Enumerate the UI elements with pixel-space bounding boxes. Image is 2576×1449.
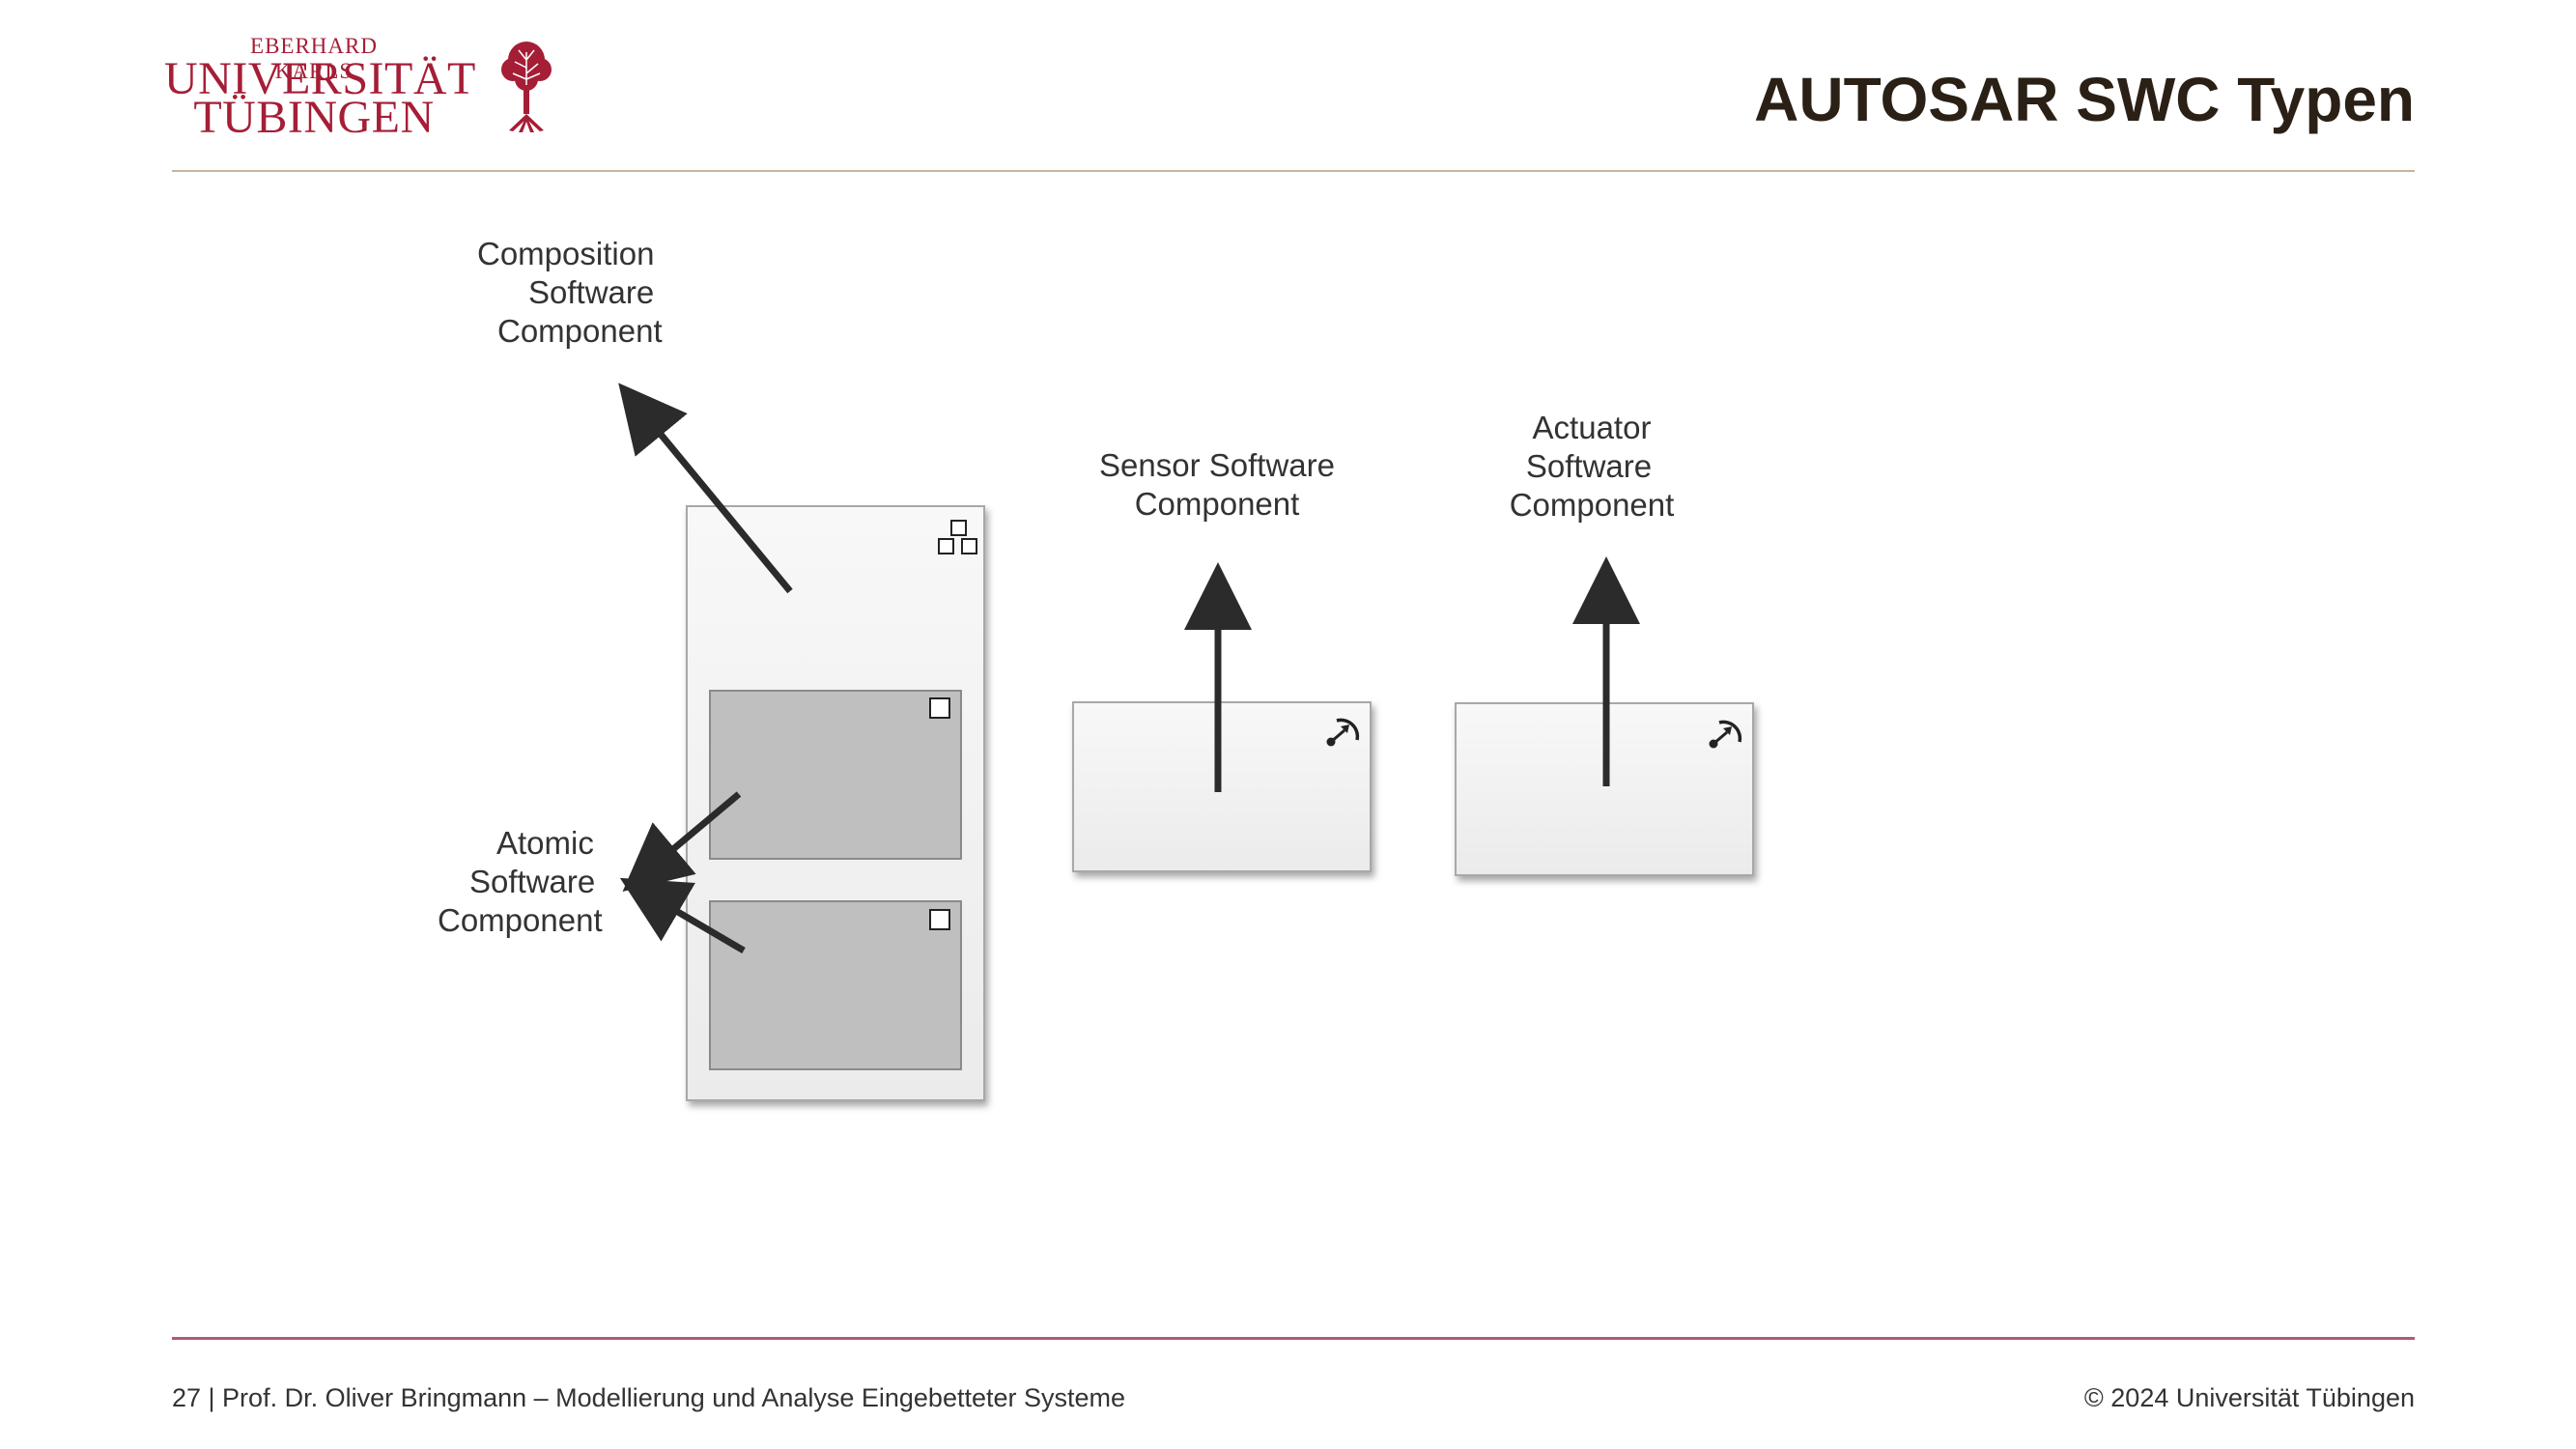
logo-university-line1: UNIVERSITÄT [164,53,476,104]
atomic-label-line2: Software [469,864,596,899]
footer-divider [172,1337,2415,1340]
sensor-swc-label: Sensor Software Component [1062,446,1372,524]
logo-university-line2: TÜBINGEN [193,92,435,143]
composition-label-line2: Software [528,274,655,310]
actuator-label-line1: Actuator [1532,410,1652,445]
header-divider [172,170,2415,172]
atomic-label-line1: Atomic [496,825,594,861]
atomic-arrow-2 [619,877,746,954]
footer-slide-info: 27 | Prof. Dr. Oliver Bringmann – Modell… [172,1383,1126,1412]
logo-university-name-small: EBERHARD KARLS [250,34,378,83]
composition-label-line3: Component [497,313,663,349]
atomic-square-icon [929,697,950,719]
atomic-label-line3: Component [438,902,603,938]
sensor-label-line2: Component [1134,486,1300,522]
actuator-label-line3: Component [1509,487,1675,523]
actuator-label-line2: Software [1525,448,1653,484]
atomic-swc-label: Atomic Software Component [425,824,647,940]
atomic-square-icon [929,909,950,930]
footer-copyright: © 2024 Universität Tübingen [2083,1383,2415,1412]
composition-icon [938,520,977,554]
sensor-gauge-icon [1326,718,1360,747]
atomic-swc-box-2 [709,900,962,1070]
composition-swc-label: Composition Software Component [464,235,686,351]
atomic-arrow-1 [622,791,742,892]
tree-logo-icon [501,42,552,132]
composition-label-line1: Composition [477,236,655,271]
actuator-swc-label: Actuator Software Component [1449,409,1729,525]
atomic-swc-box-1 [709,690,962,860]
sensor-label-line1: Sensor Software [1099,447,1335,483]
page-title: AUTOSAR SWC Typen [1754,65,2415,134]
sensor-swc-box [1072,701,1372,872]
composition-arrow [618,383,793,594]
actuator-gauge-icon [1709,720,1742,749]
